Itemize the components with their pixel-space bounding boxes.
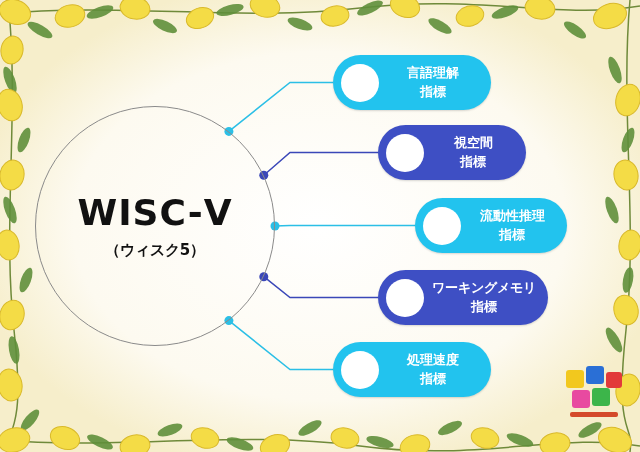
connector (264, 153, 378, 176)
index-pill: 流動性推理 指標 (415, 198, 567, 253)
anchor-dot (259, 272, 268, 281)
pill-knob (423, 207, 461, 245)
anchor-dot (271, 222, 280, 231)
index-pill: 処理速度 指標 (333, 342, 491, 397)
index-label: 処理速度 指標 (407, 351, 459, 387)
center-circle: WISC-Ⅴ （ウィスク5） (35, 106, 275, 346)
logo (566, 366, 622, 417)
anchor-dot (224, 316, 233, 325)
index-label: 言語理解 指標 (407, 64, 459, 100)
index-label: 流動性推理 指標 (480, 207, 545, 243)
index-pill: 視空間 指標 (378, 125, 526, 180)
index-pill: ワーキングメモリ 指標 (378, 270, 548, 325)
index-label: ワーキングメモリ 指標 (432, 279, 536, 315)
pill-knob (341, 64, 379, 102)
connector (264, 277, 378, 298)
main-title: WISC-Ⅴ (77, 192, 232, 233)
anchor-dot (224, 127, 233, 136)
pill-knob (386, 279, 424, 317)
anchor-dot (259, 171, 268, 180)
connector (229, 83, 333, 132)
connector (229, 321, 333, 370)
pill-knob (386, 134, 424, 172)
pill-knob (341, 351, 379, 389)
connector (275, 225, 415, 227)
index-label: 視空間 指標 (454, 134, 493, 170)
index-pill: 言語理解 指標 (333, 55, 491, 110)
sub-title: （ウィスク5） (105, 241, 205, 260)
